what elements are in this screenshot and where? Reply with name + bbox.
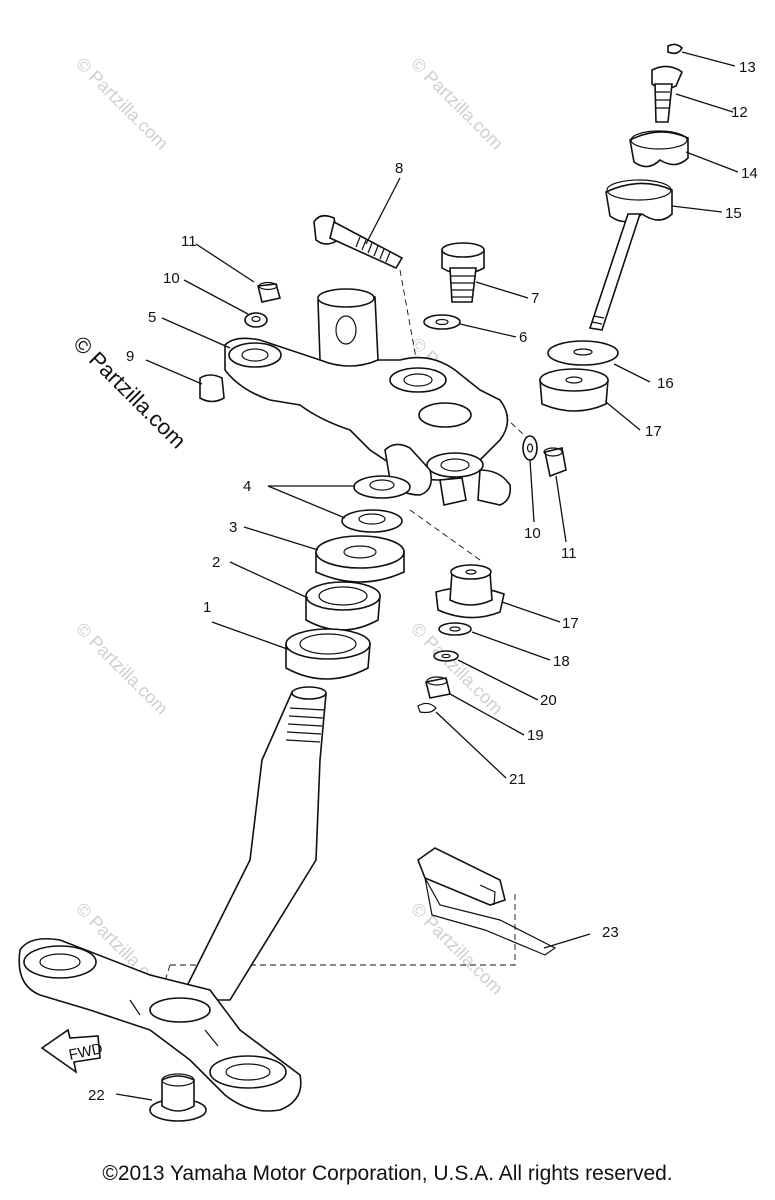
callout-1: 1	[203, 599, 211, 616]
callouts: 1 2 3 4 5 6 7 8 9 10 11 12 13 14 15 16 1…	[88, 59, 758, 1104]
washer-6	[423, 314, 461, 330]
callout-4: 4	[243, 478, 251, 495]
damper-assembly	[417, 564, 505, 714]
callout-15: 15	[725, 205, 742, 222]
steering-stem	[178, 686, 327, 1001]
bearing-2	[305, 581, 381, 631]
callout-21: 21	[509, 771, 526, 788]
callout-13: 13	[739, 59, 756, 76]
watermark: © Partzilla.com	[407, 899, 507, 999]
callout-20: 20	[540, 692, 557, 709]
bolt-8	[313, 214, 404, 270]
callout-8: 8	[395, 160, 403, 177]
watermark: © Partzilla.com	[407, 54, 507, 154]
callout-6: 6	[519, 329, 527, 346]
callout-18: 18	[553, 653, 570, 670]
callout-16: 16	[657, 375, 674, 392]
nut-11-right	[543, 447, 567, 478]
washer-10-right	[522, 435, 538, 461]
callout-22: 22	[88, 1087, 105, 1104]
callout-11-right: 11	[561, 545, 577, 562]
callout-10-right: 10	[524, 525, 541, 542]
callout-11-left: 11	[181, 233, 197, 250]
callout-19: 19	[527, 727, 544, 744]
parts-diagram: © Partzilla.com © Partzilla.com © Partzi…	[18, 43, 758, 1122]
part-23-clip	[417, 847, 557, 956]
callout-3: 3	[229, 519, 237, 536]
handlebar-holder-assembly	[539, 43, 689, 412]
lower-bracket	[18, 937, 302, 1112]
callout-10-left: 10	[163, 270, 180, 287]
bearing-1	[285, 628, 371, 680]
leader-lines	[115, 51, 739, 1101]
watermark: © Partzilla.com	[72, 619, 172, 719]
copyright-notice: ©2013 Yamaha Motor Corporation, U.S.A. A…	[102, 1162, 673, 1185]
washer-10-left	[244, 312, 268, 328]
watermark: © Partzilla.com	[72, 54, 172, 154]
callout-14: 14	[741, 165, 758, 182]
callout-2: 2	[212, 554, 220, 571]
nut-11-left	[257, 281, 282, 303]
callout-7: 7	[531, 290, 539, 307]
upper-bracket	[224, 288, 512, 506]
fwd-arrow: FWD	[40, 1028, 104, 1074]
callout-23: 23	[602, 924, 619, 941]
fwd-label: FWD	[67, 1040, 104, 1064]
callout-9: 9	[126, 348, 134, 365]
callout-5: 5	[148, 309, 156, 326]
callout-17-upper: 17	[645, 423, 662, 440]
callout-17-lower: 17	[562, 615, 579, 632]
part-22	[149, 1073, 207, 1122]
bearing-race-3	[315, 535, 405, 583]
callout-12: 12	[731, 104, 748, 121]
plug-9	[199, 374, 225, 403]
bolt-7	[441, 242, 485, 303]
steering-nuts-4	[341, 475, 411, 533]
